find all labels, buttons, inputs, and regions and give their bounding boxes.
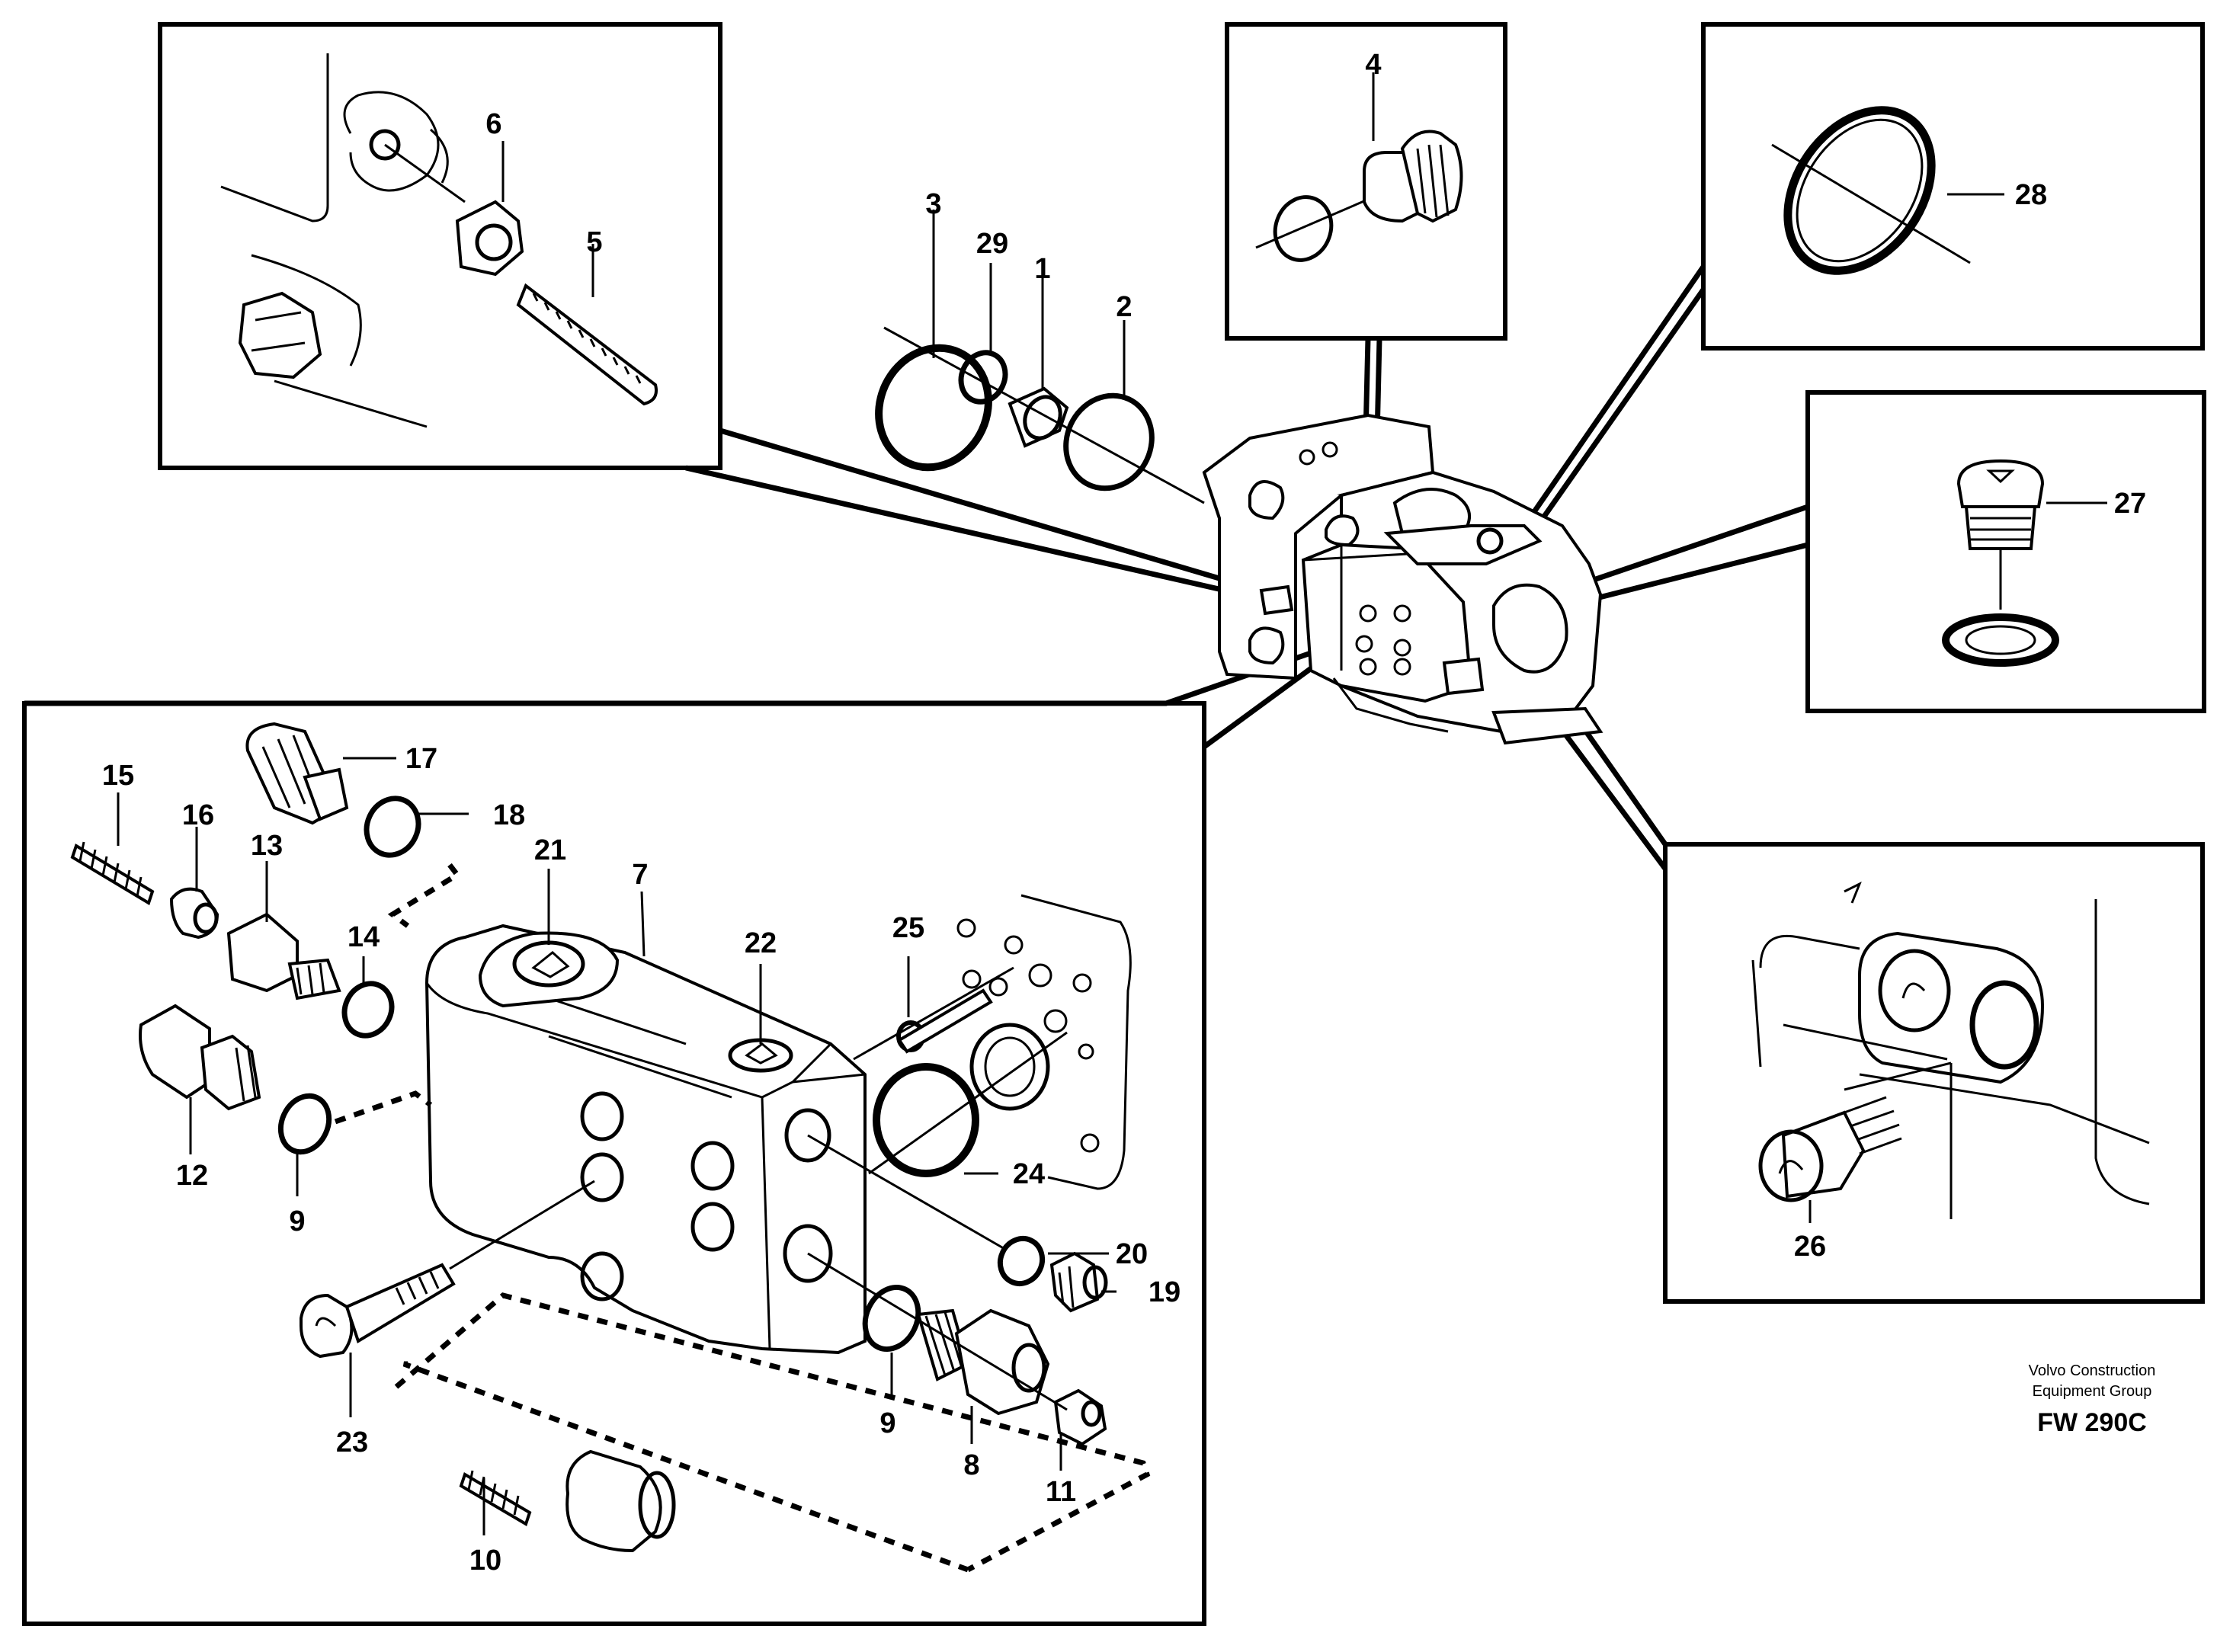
callout-19: 19	[1149, 1276, 1181, 1308]
callout-9-right: 9	[879, 1407, 895, 1439]
callout-17: 17	[405, 743, 437, 775]
detail-plug-27-art	[1942, 459, 2107, 667]
detail-frame-plug-26	[1663, 842, 2205, 1304]
callout-11: 11	[1046, 1476, 1076, 1508]
callout-4: 4	[1365, 49, 1381, 81]
detail-plug-4-art	[1255, 72, 1463, 262]
detail-frame-ring-28	[1701, 22, 2205, 351]
credit-line-1: Volvo Construction	[2029, 1362, 2156, 1379]
credit-line-2: Equipment Group	[2033, 1383, 2152, 1400]
callout-7: 7	[632, 859, 648, 891]
callout-14: 14	[348, 921, 380, 953]
loose-parts-top	[875, 210, 1205, 504]
callout-22: 22	[745, 927, 777, 959]
detail-top-left-art	[220, 53, 658, 428]
callout-8: 8	[963, 1449, 979, 1481]
callout-10: 10	[469, 1545, 501, 1577]
callout-18: 18	[493, 799, 525, 831]
callout-16: 16	[182, 799, 214, 831]
callout-24: 24	[1013, 1158, 1045, 1190]
detail-ring-28-art	[1771, 106, 2004, 275]
callout-9-left: 9	[289, 1205, 305, 1237]
callout-3: 3	[925, 188, 941, 220]
callout-26: 26	[1794, 1231, 1826, 1263]
callout-13: 13	[251, 830, 283, 862]
valve-block-art	[70, 722, 1151, 1573]
detail-frame-top-left	[158, 22, 722, 470]
callout-25: 25	[892, 912, 924, 944]
detail-frame-plug-27	[1805, 390, 2206, 713]
callout-5: 5	[586, 226, 602, 258]
callout-15: 15	[102, 760, 134, 792]
detail-plug-26-art	[1751, 881, 2150, 1223]
callout-23: 23	[336, 1426, 368, 1458]
callout-6: 6	[485, 108, 501, 140]
callout-21: 21	[534, 834, 566, 866]
callout-29: 29	[976, 228, 1008, 260]
callout-28: 28	[2015, 179, 2047, 211]
callout-27: 27	[2114, 488, 2146, 520]
callout-1: 1	[1034, 253, 1050, 285]
callout-12: 12	[176, 1160, 208, 1192]
callout-2: 2	[1116, 291, 1132, 323]
drawing-reference: FW 290C	[2037, 1408, 2147, 1437]
callout-20: 20	[1116, 1238, 1148, 1270]
main-pump-assembly	[1202, 413, 1603, 745]
